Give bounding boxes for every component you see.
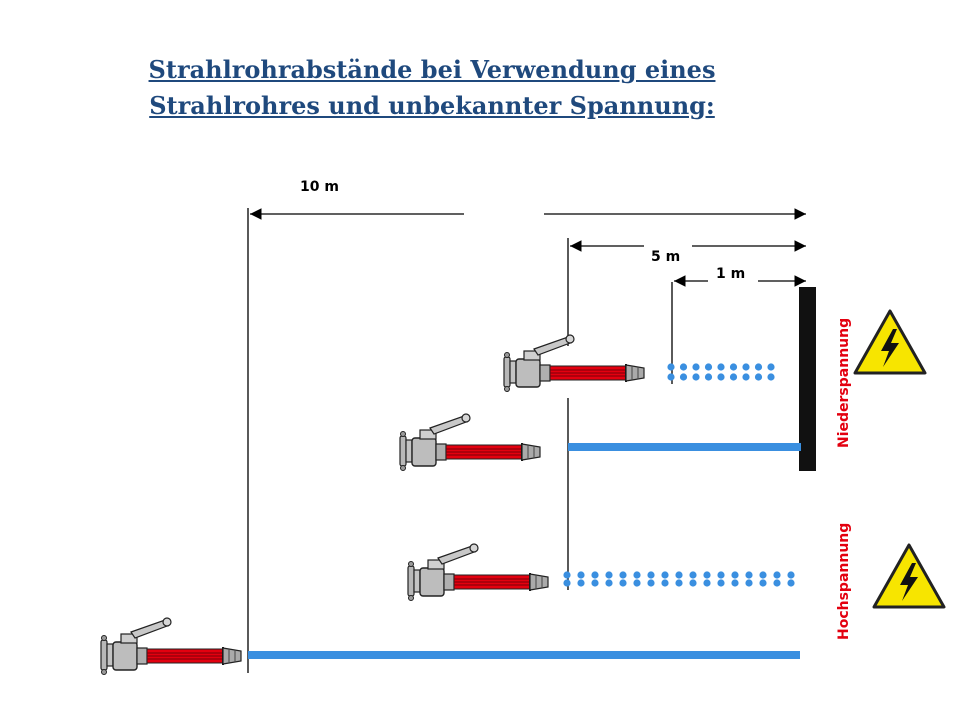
- spray-droplet: [661, 571, 669, 579]
- spray-droplet: [703, 571, 711, 579]
- spray-droplet: [717, 571, 725, 579]
- spray-droplet: [729, 363, 738, 371]
- spray-droplet: [647, 579, 655, 587]
- spray-droplet: [591, 579, 599, 587]
- spray-droplet: [563, 579, 571, 587]
- spray-droplet: [704, 373, 713, 381]
- spray-droplet: [754, 363, 763, 371]
- title-line-1: Strahlrohrabstände bei Verwendung eines: [148, 55, 716, 84]
- full-jet-5m: [568, 443, 801, 451]
- spray-droplet: [675, 571, 683, 579]
- spray-droplet: [591, 571, 599, 579]
- spray-droplet: [689, 579, 697, 587]
- spray-droplet: [731, 579, 739, 587]
- page-title: Strahlrohrabstände bei Verwendung eines …: [0, 52, 864, 124]
- spray-droplet: [689, 571, 697, 579]
- spray-droplet: [577, 571, 585, 579]
- spray-droplet: [605, 571, 613, 579]
- spray-droplet: [759, 579, 767, 587]
- spray-droplet: [787, 579, 795, 587]
- spray-droplet: [742, 363, 750, 371]
- spray-droplet: [703, 579, 711, 587]
- spray-droplet: [675, 579, 683, 587]
- spray-droplet: [633, 571, 641, 579]
- spray-droplet: [692, 373, 700, 381]
- spray-droplet: [729, 373, 738, 381]
- spray-droplet: [577, 579, 585, 587]
- spray-droplet: [767, 373, 775, 381]
- dim-label-1m-bg: [708, 262, 758, 284]
- spray-droplet: [717, 363, 725, 371]
- spray-droplet: [661, 579, 669, 587]
- low-voltage-bar: [799, 287, 816, 471]
- spray-droplet: [667, 363, 675, 371]
- spray-droplet: [745, 579, 753, 587]
- spray-droplet: [563, 571, 571, 579]
- dim-label-5m: 5 m: [651, 249, 680, 265]
- spray-droplet: [745, 571, 753, 579]
- spray-droplet: [605, 579, 613, 587]
- title-line-2: Strahlrohres und unbekannter Spannung:: [149, 91, 715, 120]
- dim-label-10m: 10 m: [300, 179, 339, 195]
- spray-droplet: [759, 571, 767, 579]
- label-niederspannung: Niederspannung: [836, 318, 852, 448]
- high-voltage-warning-icon: [872, 543, 946, 609]
- spray-droplet: [717, 373, 725, 381]
- spray-droplet: [731, 571, 739, 579]
- nozzle-icon: [503, 334, 645, 393]
- high-voltage-warning-icon: [853, 309, 927, 375]
- spray-droplet: [767, 363, 775, 371]
- spray-droplet: [773, 579, 781, 587]
- spray-droplet: [679, 373, 688, 381]
- spray-droplet: [754, 373, 763, 381]
- nozzle-icon: [407, 543, 549, 602]
- spray-droplet: [633, 579, 641, 587]
- nozzle-icon: [100, 617, 242, 676]
- spray-droplet: [717, 579, 725, 587]
- spray-droplet: [742, 373, 750, 381]
- label-hochspannung: Hochspannung: [836, 523, 852, 640]
- spray-droplet: [647, 571, 655, 579]
- full-jet-10m: [248, 651, 800, 659]
- spray-jet-1m: [667, 363, 775, 381]
- spray-jet-5m: [563, 571, 795, 587]
- spray-droplet: [667, 373, 675, 381]
- dim-label-1m: 1 m: [716, 266, 745, 282]
- spray-droplet: [692, 363, 700, 371]
- spray-droplet: [787, 571, 795, 579]
- spray-droplet: [619, 571, 627, 579]
- spray-droplet: [773, 571, 781, 579]
- spray-droplet: [704, 363, 713, 371]
- spray-droplet: [619, 579, 627, 587]
- spray-droplet: [679, 363, 688, 371]
- dim-label-5m-bg: [644, 240, 692, 254]
- nozzle-icon: [399, 413, 541, 472]
